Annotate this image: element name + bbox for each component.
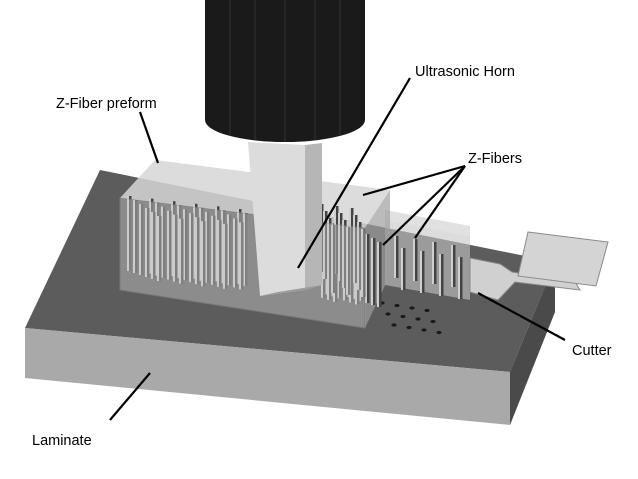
pin-hole (415, 317, 421, 321)
pin-hole (409, 306, 415, 310)
pin-hole (391, 323, 397, 327)
z-fiber-preform-secondary (385, 210, 470, 300)
pin-hole (424, 308, 430, 313)
inserted-fiber-holes (379, 301, 442, 335)
horn-body-ridges (229, 0, 341, 142)
pin-hole (400, 314, 406, 319)
pin-hole (421, 328, 427, 332)
leader-cutter (477, 292, 566, 341)
z-fibers-right-group (394, 236, 463, 299)
pin-hole (385, 312, 391, 316)
leader-ultrasonic-horn (297, 77, 411, 269)
pin-hole (436, 330, 442, 335)
label-ultrasonic-horn: Ultrasonic Horn (415, 64, 515, 80)
ultrasonic-horn-icon (205, 0, 365, 296)
pin-hole (430, 319, 436, 324)
leader-laminate (109, 372, 151, 421)
preform-right-top (385, 210, 470, 236)
label-z-fibers: Z-Fibers (468, 151, 522, 167)
pin-hole (406, 325, 412, 330)
leader-lines (109, 77, 566, 421)
leader-z-fibers-3 (414, 165, 466, 239)
laminate-front-face (25, 328, 510, 425)
horn-tip-face (260, 285, 322, 296)
label-z-fiber-preform: Z-Fiber preform (56, 96, 157, 112)
label-cutter: Cutter (572, 343, 612, 359)
leader-z-fiber-preform (138, 111, 160, 164)
pin-hole (394, 303, 400, 308)
preform-right-front (385, 220, 470, 300)
leader-z-fibers-2 (382, 165, 466, 246)
leader-z-fibers-1 (362, 164, 466, 197)
cutter-blade-icon (469, 231, 609, 301)
horn-tip-front (248, 142, 305, 296)
laminate-side-face (510, 262, 555, 425)
horn-tip-side (305, 143, 322, 290)
cutter-arm (517, 231, 609, 287)
label-laminate: Laminate (32, 433, 92, 449)
z-fibers-main-group (127, 196, 382, 307)
